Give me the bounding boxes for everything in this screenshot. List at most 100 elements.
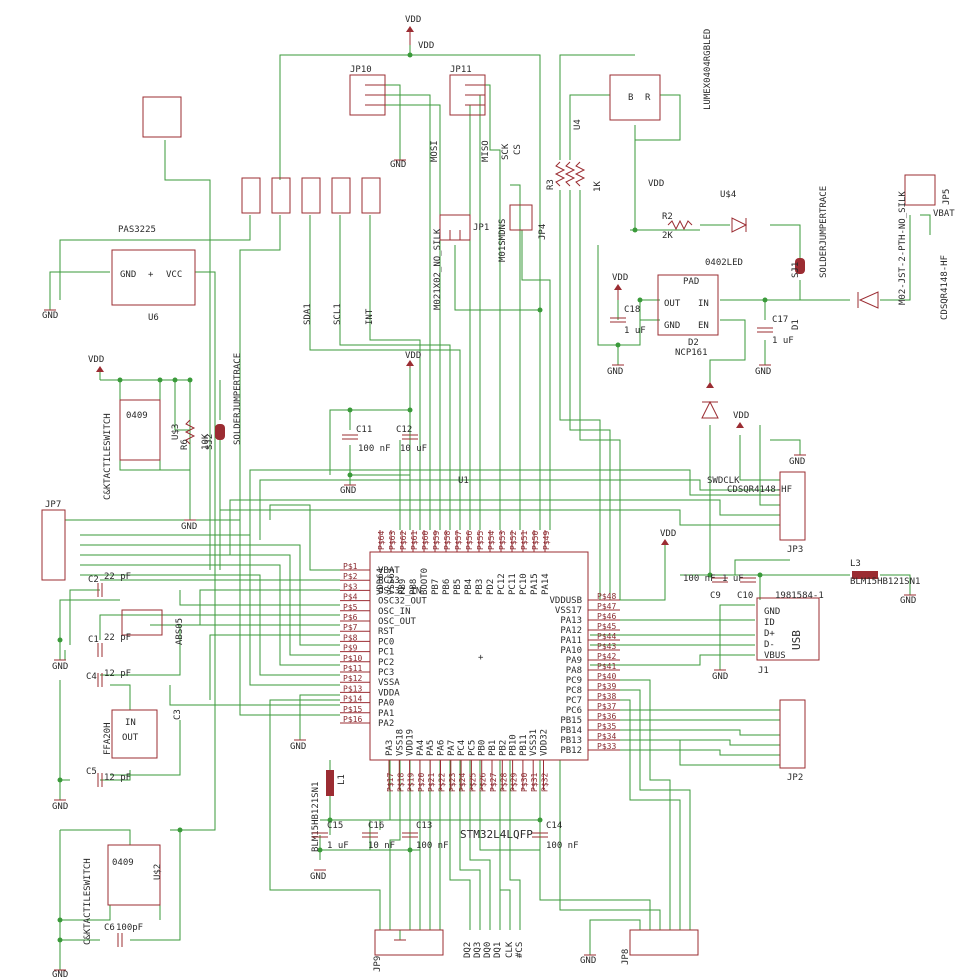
svg-text:L1: L1 <box>337 774 347 785</box>
u1-pin-number: P$25 <box>468 773 477 792</box>
u1-pin-number: P$27 <box>489 773 498 792</box>
vbat-label: VBAT <box>933 209 955 219</box>
u1-pin-label: RST <box>378 627 395 637</box>
gnd-label-j1: GND <box>712 672 728 682</box>
u1-pin-number: P$22 <box>438 773 447 792</box>
cap-value: 12 pF <box>104 773 131 783</box>
u1-pin-label: PB7 <box>431 579 441 595</box>
u1-pin-label: VSSA <box>378 678 400 688</box>
jp8-ref: JP8 <box>621 949 631 965</box>
cap-value: 22 pF <box>104 572 131 582</box>
vdd-label-c11: VDD <box>405 351 421 361</box>
u1-pin-number: P$48 <box>597 592 616 601</box>
gnd-label-l3: GND <box>900 596 916 606</box>
connector-jp2: JP2 <box>779 699 806 783</box>
svg-text:1K: 1K <box>593 181 603 192</box>
u1-pin-number: P$23 <box>448 773 457 792</box>
u1-pin-number: P$36 <box>597 712 616 721</box>
gnd-label-jp10: GND <box>390 160 406 170</box>
u1-pin-label: PA3 <box>385 740 395 756</box>
cap-ref: C2 <box>88 575 99 585</box>
svg-text:OUT: OUT <box>664 299 681 309</box>
svg-text:R2: R2 <box>662 212 673 222</box>
u1-pin-number: P$43 <box>597 642 616 651</box>
jp3-value: SWDCLK <box>707 476 740 486</box>
u1-pin-number: P$9 <box>343 644 358 653</box>
u1-pin-number: P$44 <box>597 632 616 641</box>
diode-d3: CDSQR4148-HF <box>701 400 792 495</box>
u1-pin-number: P$6 <box>343 613 358 622</box>
u1-pin-label: PC5 <box>467 740 477 756</box>
u1-pin-label: PA12 <box>560 626 582 636</box>
u1-pin-label: PC6 <box>566 706 582 716</box>
gnd-label-c15: GND <box>310 872 326 882</box>
u1-pin-label: PB6 <box>442 579 452 595</box>
u1-pin-number: P$63 <box>388 531 397 550</box>
u1-pin-label: PC11 <box>508 573 518 595</box>
svg-text:0402LED: 0402LED <box>705 258 743 268</box>
svg-text:BLM15HB121SN1: BLM15HB121SN1 <box>850 577 920 587</box>
cap-value: 1 uF <box>327 841 349 851</box>
u1-pin-label: PB5 <box>453 579 463 595</box>
u1-pin-number: P$28 <box>499 773 508 792</box>
u1-pin-label: PC2 <box>378 658 394 668</box>
vdd-label-top-2: VDD <box>418 41 434 51</box>
svg-text:ID: ID <box>764 618 775 628</box>
u1-pin-number: P$60 <box>421 531 430 550</box>
u1-pin-label: PB12 <box>560 746 582 756</box>
u1-pin-number: P$47 <box>597 602 616 611</box>
gnd-label-u6: GND <box>42 311 58 321</box>
u1-pin-label: OSC_OUT <box>378 617 417 627</box>
usb-connector-j1: GND ID D+ D- VBUS USB J1 1981584-1 <box>756 591 824 676</box>
u1-pin-number: P$61 <box>410 531 419 550</box>
u1-pin-number: P$26 <box>479 773 488 792</box>
u1-pin-label: PC9 <box>566 676 582 686</box>
connector-jp4: JP4 M01SMDNS <box>498 204 548 262</box>
regulator-d2: PAD OUT IN GND EN D2 NCP161 <box>657 274 719 358</box>
vdd-label-d2: VDD <box>612 273 628 283</box>
u1-bottom-pins: PA3P$17VSS18P$18VDD19P$19PA4P$20PA5P$21P… <box>385 729 550 792</box>
u1-pin-label: VDD32 <box>540 729 550 756</box>
gnd-label-c6: GND <box>52 970 68 979</box>
svg-text:U$4: U$4 <box>720 190 736 200</box>
u1-pin-number: P$39 <box>597 682 616 691</box>
u1-pin-number: P$40 <box>597 672 616 681</box>
diode-d1: D1 CDSQR4148-HF <box>791 255 950 330</box>
jp7-ref: JP7 <box>45 500 61 510</box>
svg-text:R6: R6 <box>180 439 190 450</box>
u1-pin-label: PA8 <box>566 666 582 676</box>
power-symbols: VDD VDD VDD VDD VDD VDD VDD VDD GND GND … <box>42 15 916 979</box>
u1-pin-number: P$17 <box>386 773 395 792</box>
svg-text:0409: 0409 <box>112 858 134 868</box>
u1-pin-number: P$2 <box>343 572 358 581</box>
svg-text:DQ3: DQ3 <box>473 942 483 958</box>
svg-text:SDA1: SDA1 <box>303 303 313 325</box>
u1-pin-label: VDD19 <box>406 729 416 756</box>
u1-pin-number: P$64 <box>377 531 386 550</box>
svg-text:#CS: #CS <box>515 942 525 958</box>
svg-text:IN: IN <box>698 299 709 309</box>
u1-pin-number: P$14 <box>343 695 362 704</box>
cap-value: 22 pF <box>104 633 131 643</box>
u1-pin-number: P$34 <box>597 732 616 741</box>
u1-pin-label: PA5 <box>426 740 436 756</box>
vdd-label-top: VDD <box>405 15 421 25</box>
u1-pin-number: P$19 <box>407 773 416 792</box>
u1-pin-number: P$11 <box>343 664 362 673</box>
u1-pin-number: P$58 <box>443 531 452 550</box>
u1-pin-label: PB2 <box>498 740 508 756</box>
gnd-label-vssa: GND <box>290 742 306 752</box>
u1-pin-number: P$53 <box>498 531 507 550</box>
u1-pin-label: PB13 <box>560 736 582 746</box>
filter-c3: IN OUT C3 FFA20H <box>103 709 183 759</box>
rgb-led-u4: B R U4 LUMEX0404RGBLED <box>573 29 713 130</box>
u1-pin-number: P$37 <box>597 702 616 711</box>
svg-text:CS: CS <box>513 144 523 155</box>
connector-jp9: JP9 <box>373 929 444 972</box>
svg-text:NCP161: NCP161 <box>675 348 708 358</box>
